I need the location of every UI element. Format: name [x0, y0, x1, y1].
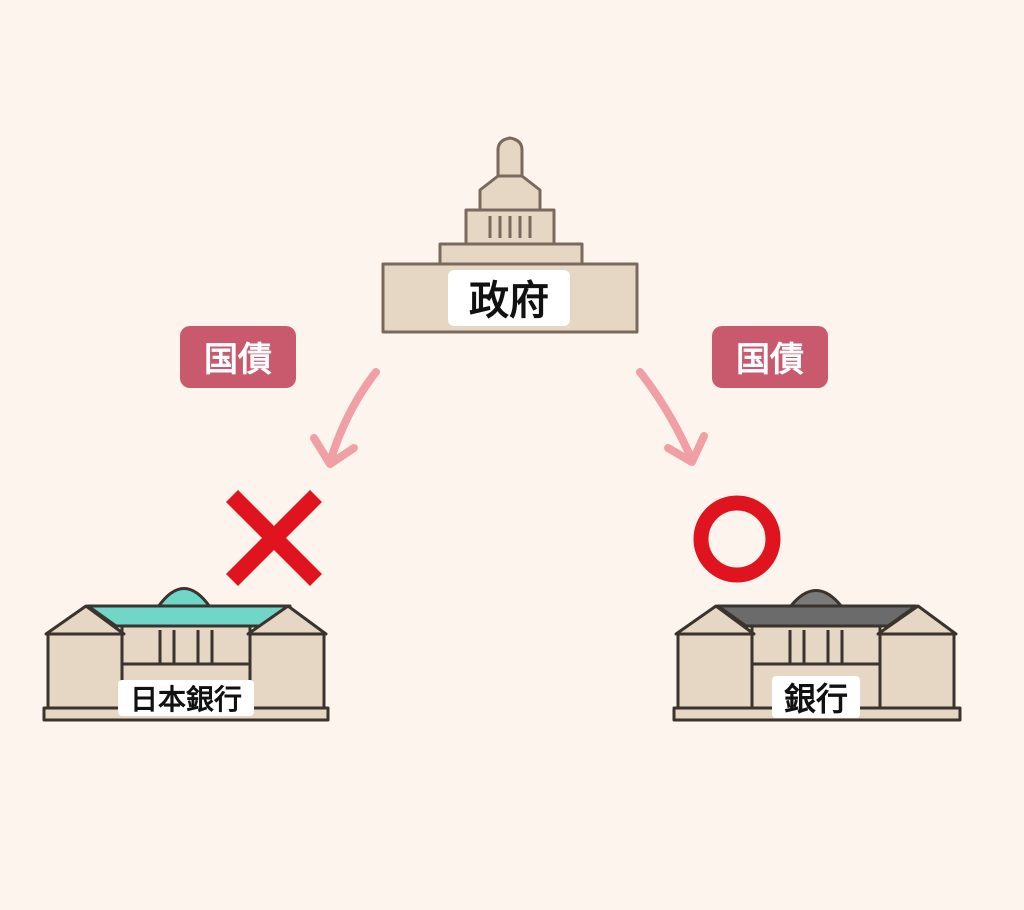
government-label-plate [448, 270, 570, 326]
government-tower-top [478, 174, 542, 212]
government-step [438, 242, 584, 266]
central-bank-dome [156, 587, 212, 609]
government-spire [496, 136, 524, 180]
central-bank-roof [86, 604, 292, 628]
central-bank-label-plate [118, 680, 254, 716]
circle-mark-icon [693, 495, 781, 583]
central-bank-label: 日本銀行 [130, 683, 242, 716]
badge-right-label: 国債 [736, 340, 804, 380]
arrow-left [310, 368, 380, 468]
badge-left: 国債 [180, 326, 296, 388]
commercial-bank-label: 銀行 [784, 680, 848, 718]
commercial-bank-roof [716, 604, 918, 628]
cross-mark-icon [225, 489, 323, 587]
government-columns [488, 216, 532, 238]
arrow-right [636, 368, 708, 466]
badge-right: 国債 [712, 326, 828, 388]
government-label: 政府 [469, 278, 549, 324]
badge-left-label: 国債 [204, 340, 272, 380]
commercial-bank-label-plate [772, 676, 860, 718]
central-bank-building [42, 587, 330, 722]
